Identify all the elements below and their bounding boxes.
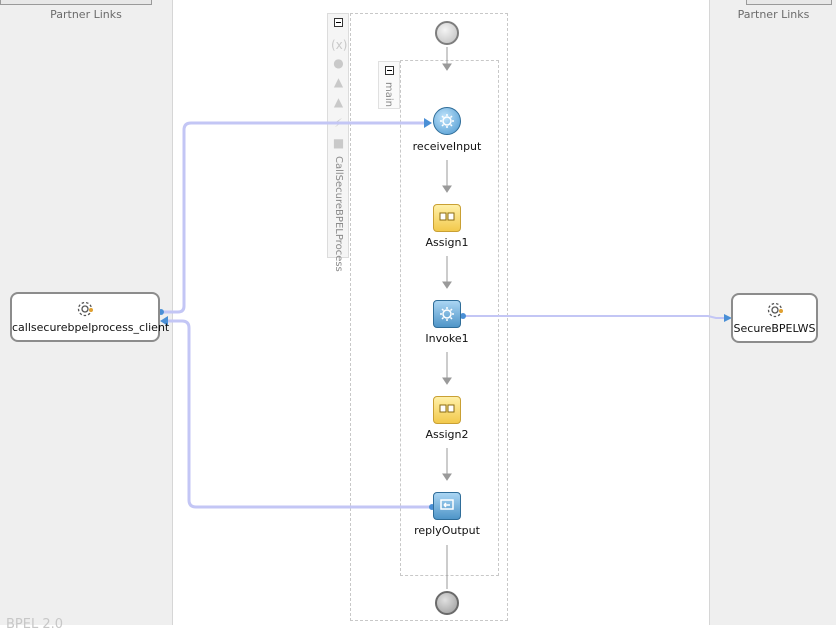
link-reply-client <box>168 319 432 509</box>
right-lane-title: Partner Links <box>737 8 810 21</box>
receive-label: receiveInput <box>412 140 482 153</box>
assign-icon <box>433 204 461 232</box>
link-client-receive <box>162 121 424 314</box>
link-arrow <box>724 314 732 322</box>
link-arrow <box>424 118 432 128</box>
link-arrow <box>160 316 168 326</box>
assign1-activity[interactable]: Assign1 <box>387 204 507 254</box>
receive-icon <box>433 107 461 135</box>
top-scrollbar-left <box>0 0 152 5</box>
top-scrollbar-right <box>746 0 832 5</box>
compensation-icon[interactable]: ■ <box>332 136 345 150</box>
reply-icon <box>433 492 461 520</box>
gear-icon <box>75 299 95 319</box>
partner-client-label: callsecurebpelprocess_client <box>12 321 170 334</box>
gear-icon <box>765 300 785 320</box>
collapse-process-button[interactable] <box>334 18 343 27</box>
partner-link-service[interactable]: SecureBPELWS <box>731 293 818 343</box>
assign1-label: Assign1 <box>425 236 469 249</box>
variables-icon[interactable]: (x) <box>331 38 348 52</box>
assign2-label: Assign2 <box>425 428 469 441</box>
main-scope <box>400 60 499 576</box>
flow-arrow <box>442 281 452 289</box>
invoke-label: Invoke1 <box>425 332 469 345</box>
assign-icon <box>433 396 461 424</box>
end-node[interactable] <box>435 591 459 615</box>
flow-arrow <box>442 377 452 385</box>
warning-icon[interactable]: ▲ <box>333 75 344 89</box>
link-port <box>460 313 466 319</box>
invoke-activity[interactable]: Invoke1 <box>387 300 507 350</box>
link-invoke-service <box>463 315 724 319</box>
warning-icon[interactable]: ▲ <box>333 95 344 109</box>
correlation-icon[interactable]: ● <box>333 56 344 70</box>
flow-arrow <box>442 185 452 193</box>
left-lane-title: Partner Links <box>50 8 122 21</box>
main-scope-header: main <box>378 61 400 109</box>
partner-link-client[interactable]: callsecurebpelprocess_client <box>10 292 170 342</box>
flow-arrow <box>442 473 452 481</box>
partner-service-label: SecureBPELWS <box>733 322 816 335</box>
start-node[interactable] <box>435 21 459 45</box>
collapse-main-button[interactable] <box>385 66 394 75</box>
reply-label: replyOutput <box>414 524 480 537</box>
reply-activity[interactable]: replyOutput <box>387 492 507 542</box>
receive-activity[interactable]: receiveInput <box>387 107 507 157</box>
scope-toolbar: (x) ● ▲ ▲ ⚡ ■ CallSecureBPELProcess <box>327 13 349 272</box>
flow-arrow <box>442 63 452 71</box>
invoke-icon <box>433 300 461 328</box>
assign2-activity[interactable]: Assign2 <box>387 396 507 446</box>
